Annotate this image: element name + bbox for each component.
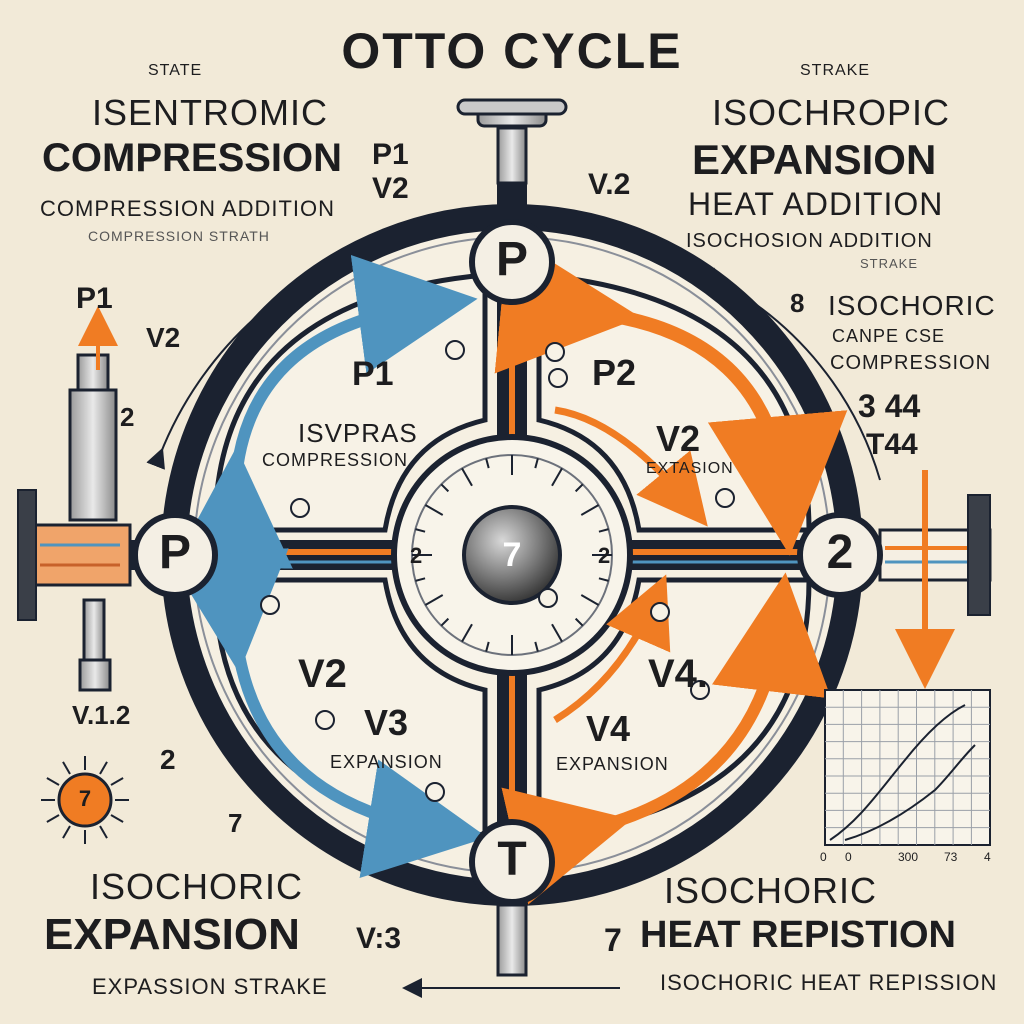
sun-ray: [99, 825, 108, 839]
decorative-circle: [690, 680, 710, 700]
bottom-left-caption: EXPASSION STRAKE: [92, 974, 328, 999]
top-right-heading-2: EXPANSION: [692, 136, 937, 183]
bottom-left-heading-1: ISOCHORIC: [90, 866, 304, 907]
sun-ray: [110, 814, 124, 823]
bottom-right-heading-1: ISOCHORIC: [664, 870, 878, 911]
orange-arrow-small-bottom: [553, 574, 671, 723]
small-state-label: STATE: [148, 62, 203, 79]
top-right-subtitle: ISOCHOSION ADDITION: [686, 230, 933, 252]
right-piston: [878, 494, 992, 616]
node-right: 2: [826, 526, 854, 579]
right-val-2: T44: [866, 428, 918, 461]
left-two: 2: [120, 402, 135, 432]
decorative-circle: [425, 782, 445, 802]
top-piston: [456, 98, 568, 185]
sun-ray: [46, 777, 60, 786]
top-left-v2: V2: [372, 172, 409, 205]
blue-arrow-top-left: [172, 254, 478, 569]
top-right-heading-1: ISOCHROPIC: [712, 92, 951, 133]
bottom-right-seven: 7: [604, 922, 622, 958]
graph-tick-3: 73: [944, 850, 958, 864]
bl-volume-1: V2: [298, 652, 347, 696]
right-heading-1: ISOCHORIC: [828, 290, 996, 321]
node-right-circle: [797, 512, 883, 598]
decorative-circle: [548, 368, 568, 388]
bottom-piston: [496, 903, 528, 977]
bl-volume-2: V3: [364, 702, 409, 743]
br-volume-2: V4: [586, 708, 631, 749]
sun-ray: [46, 814, 60, 823]
bottom-left-v3: V:3: [356, 922, 402, 955]
graph-tick-4: 4: [984, 850, 991, 864]
decorative-circle: [545, 342, 565, 362]
decorative-circle: [290, 498, 310, 518]
page-title: OTTO CYCLE: [341, 23, 683, 79]
sun-ray: [62, 761, 71, 775]
bottom-left-heading-2: EXPANSION: [44, 910, 300, 959]
node-bottom: T: [497, 833, 527, 886]
blue-arrow-bottom-left: [169, 548, 488, 879]
dial-number-left: 2: [410, 543, 423, 568]
dial-center-number: 7: [502, 536, 522, 574]
left-p1: P1: [76, 282, 113, 315]
sun-icon: [41, 756, 129, 844]
decorative-circle: [650, 602, 670, 622]
orange-arrow-bottom-right: [501, 572, 832, 905]
top-left-p1: P1: [372, 138, 409, 171]
decorative-circle: [260, 595, 280, 615]
orange-arrow-small-top: [554, 406, 708, 527]
right-val-1: 3 44: [858, 388, 921, 424]
tl-state: P1: [352, 355, 394, 393]
tr-volume: V2: [656, 418, 701, 459]
br-process: EXPANSION: [556, 754, 669, 774]
top-left-heading-1: ISENTROMIC: [92, 92, 329, 133]
left-low-two: 2: [160, 744, 176, 775]
decorative-circle: [538, 588, 558, 608]
graph-tick-1: 0: [845, 850, 852, 864]
left-low-seven: 7: [228, 808, 243, 838]
tl-label: ISVPRAS: [298, 418, 418, 448]
top-right-heading-3: HEAT ADDITION: [688, 186, 944, 222]
graph-tick-2: 300: [898, 850, 919, 864]
dial-number-right: 2: [598, 543, 611, 568]
mini-graph: [824, 689, 991, 846]
node-bottom-circle: [469, 819, 555, 905]
graph-tick-0: 0: [820, 850, 827, 864]
tr-state: P2: [592, 352, 637, 393]
left-v2: V2: [146, 322, 181, 353]
sun-ray: [110, 777, 124, 786]
node-left-circle: [132, 512, 218, 598]
decorative-circle: [315, 710, 335, 730]
small-strake-label: STRAKE: [800, 62, 871, 79]
tl-process: COMPRESSION: [262, 450, 409, 470]
top-left-subtitle: COMPRESSION ADDITION: [40, 196, 336, 221]
top-left-heading-2: COMPRESSION: [42, 136, 343, 180]
decorative-circle: [445, 340, 465, 360]
right-num-8: 8: [790, 288, 805, 318]
sun-ray: [62, 825, 71, 839]
br-volume-1: V4.: [648, 652, 709, 696]
bl-process: EXPANSION: [330, 752, 443, 772]
top-left-caption: COMPRESSION STRATH: [88, 228, 270, 244]
dial-tick: [485, 458, 490, 469]
tr-process: EXTASION: [646, 460, 734, 477]
orange-arrow-top-right: [494, 234, 848, 556]
left-piston: [17, 353, 132, 692]
decorative-circle: [715, 488, 735, 508]
sun-label: 7: [78, 786, 92, 811]
decorative-circles: [260, 340, 735, 802]
node-top-circle: [469, 219, 555, 305]
top-right-v2: V.2: [588, 168, 631, 201]
right-heading-2: CANPE CSE: [832, 326, 946, 346]
bottom-right-caption: ISOCHORIC HEAT REPISSION: [660, 970, 998, 995]
bottom-right-heading-2: HEAT REPISTION: [640, 914, 956, 956]
sun-ray: [99, 761, 108, 775]
left-v12: V.1.2: [72, 700, 131, 730]
node-left: P: [158, 526, 191, 579]
right-heading-3: COMPRESSION: [830, 352, 992, 374]
top-right-caption: STRAKE: [860, 256, 919, 271]
node-top: P: [495, 233, 528, 286]
